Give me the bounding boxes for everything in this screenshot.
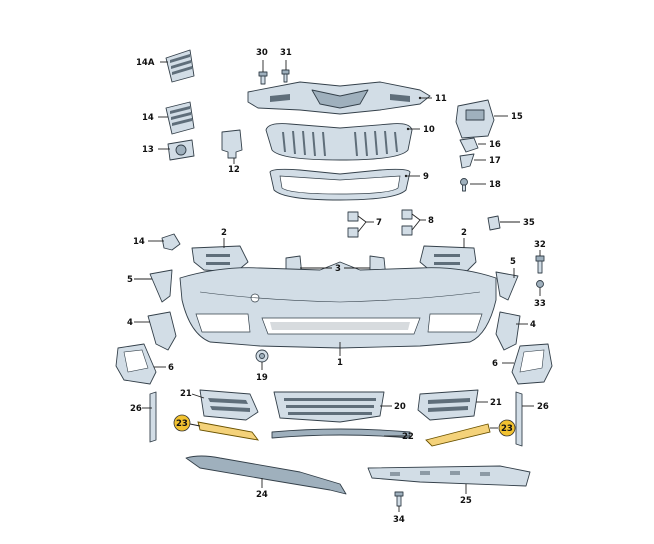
part-5-side-bracket-left	[149, 269, 173, 303]
callout-10: 10	[423, 125, 435, 135]
part-24-lower-spoiler	[185, 455, 347, 495]
callout-11: 11	[435, 94, 447, 104]
callout-14a: 14A	[136, 58, 155, 68]
callout-7: 7	[376, 218, 382, 228]
part-6-fog-frame-left	[115, 343, 157, 385]
callout-3: 3	[335, 264, 341, 274]
part-34-bolt	[394, 491, 404, 507]
part-18-screw	[460, 178, 468, 192]
part-14a-grille-insert	[165, 49, 195, 83]
callout-13: 13	[142, 145, 154, 155]
part-21-lower-grille-right	[417, 389, 479, 421]
callout-16: 16	[489, 140, 501, 150]
part-6-fog-frame-right	[511, 343, 553, 385]
callout-15: 15	[511, 112, 523, 122]
part-30-screw	[258, 71, 268, 85]
part-19-sensor	[255, 349, 269, 363]
part-14-grille-insert	[165, 101, 195, 135]
part-17-bracket	[459, 153, 475, 169]
part-25-underbody-panel	[367, 465, 531, 487]
callout-30: 30	[256, 48, 268, 58]
callout-22: 22	[402, 432, 414, 442]
callout-6-right: 6	[492, 359, 498, 369]
part-12-bracket	[221, 129, 243, 159]
part-10-radiator-grille	[265, 123, 413, 161]
callout-5-left: 5	[127, 275, 133, 285]
part-7-clips	[347, 211, 359, 238]
part-1-bumper-cover	[179, 261, 497, 349]
callout-23-left: 23	[176, 419, 188, 429]
callout-14: 14	[133, 237, 145, 247]
part-9-grille-frame	[269, 168, 411, 201]
callout-31: 31	[280, 48, 292, 58]
callout-8: 8	[428, 216, 434, 226]
part-33-nut	[536, 280, 544, 288]
callout-1: 1	[337, 358, 343, 368]
callout-33: 33	[534, 299, 546, 309]
part-14-sensor	[161, 233, 181, 251]
part-15-control-module	[455, 99, 495, 139]
callout-23-right-badge	[498, 419, 516, 437]
callout-21-right: 21	[490, 398, 502, 408]
callout-2-left: 2	[221, 228, 227, 238]
callout-19: 19	[256, 373, 268, 383]
callout-2-right: 2	[461, 228, 467, 238]
part-35-clip	[487, 215, 501, 231]
callout-25: 25	[460, 496, 472, 506]
callout-12: 12	[228, 165, 240, 175]
callout-26-right: 26	[537, 402, 549, 412]
part-4-side-guide-left	[147, 311, 177, 351]
callout-5-right: 5	[510, 257, 516, 267]
part-5-side-bracket-right	[495, 271, 519, 301]
callout-35: 35	[523, 218, 535, 228]
part-31-screw	[281, 69, 290, 83]
callout-24: 24	[256, 490, 268, 500]
part-13-sensor-holder	[167, 139, 195, 161]
part-26-side-strip-left	[149, 391, 157, 443]
callout-9: 9	[423, 172, 429, 182]
callout-32: 32	[534, 240, 546, 250]
callout-4-left: 4	[127, 318, 133, 328]
callout-17: 17	[489, 156, 501, 166]
callout-4-right: 4	[530, 320, 536, 330]
callout-6-left: 6	[168, 363, 174, 373]
part-22-trim-strip	[271, 428, 411, 439]
part-21-lower-grille-left	[199, 389, 259, 421]
callout-21-left: 21	[180, 389, 192, 399]
part-23-trim-right	[425, 423, 491, 447]
callout-18: 18	[489, 180, 501, 190]
part-11-upper-carrier	[247, 81, 431, 115]
callout-34: 34	[393, 515, 405, 525]
callout-20: 20	[394, 402, 406, 412]
callout-23-left-badge	[173, 414, 191, 432]
part-23-trim-left	[197, 421, 260, 441]
part-32-bolt	[535, 255, 545, 274]
callout-26-left: 26	[130, 404, 142, 414]
part-20-center-lower-grille	[273, 391, 385, 423]
part-16-clip	[459, 137, 479, 153]
part-26-side-strip-right	[515, 391, 523, 447]
part-8-clips	[401, 209, 413, 236]
callout-14b: 14	[142, 113, 154, 123]
callout-23-right: 23	[501, 424, 513, 434]
part-4-side-guide-right	[495, 311, 521, 351]
